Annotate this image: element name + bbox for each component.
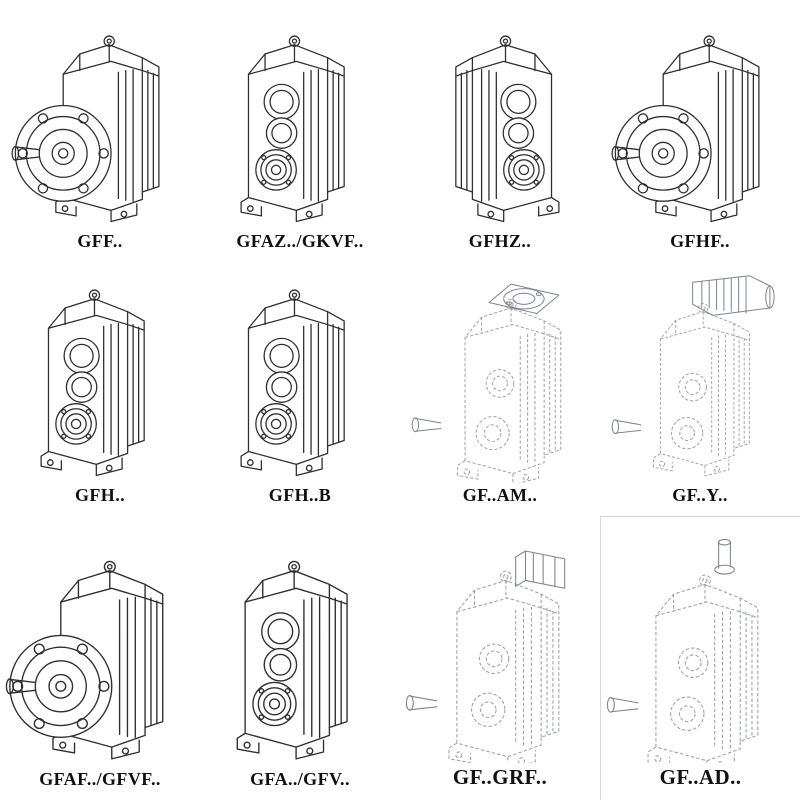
catalog-cell: GFAZ../GKVF.. xyxy=(200,0,400,262)
gearbox-drawing xyxy=(608,271,792,483)
hollow-shaft-gear-reducer-icon xyxy=(237,561,347,758)
model-label: GFAZ../GKVF.. xyxy=(236,231,364,251)
catalog-cell: GFA../GFV.. xyxy=(200,516,400,800)
catalog-cell: GFHF.. xyxy=(600,0,800,262)
hollow-shaft-gear-reducer-icon xyxy=(241,290,344,475)
output-flange-gear-reducer-icon xyxy=(12,36,159,221)
top-input-shaft-gear-reducer-icon xyxy=(607,539,757,763)
gearbox-drawing xyxy=(8,17,192,229)
hollow-shaft-gear-reducer-icon xyxy=(456,36,559,221)
model-label: GFH.. xyxy=(75,485,125,505)
gearbox-drawing xyxy=(202,541,398,767)
hollow-shaft-gear-reducer-icon xyxy=(41,290,144,475)
model-label: GFF.. xyxy=(77,231,123,251)
gearbox-drawing xyxy=(402,537,598,763)
catalog-cell: GFH..B xyxy=(200,262,400,516)
hollow-shaft-gear-reducer-icon xyxy=(241,36,344,221)
gearbox-drawing xyxy=(208,271,392,483)
model-label: GF..Y.. xyxy=(672,485,728,505)
catalog-cell: GFF.. xyxy=(0,0,200,262)
motor-mounted-gear-reducer-icon xyxy=(612,276,774,476)
model-label: GF..AD.. xyxy=(659,765,742,789)
model-label: GFH..B xyxy=(268,485,332,505)
catalog-cell: GF..AD.. xyxy=(600,516,800,800)
gearbox-drawing xyxy=(2,541,198,767)
gearbox-drawing xyxy=(408,271,592,483)
motor-adapter-flange-gear-reducer-icon xyxy=(412,284,561,483)
model-label: GFA../GFV.. xyxy=(250,769,350,789)
gearbox-drawing xyxy=(8,271,192,483)
gearbox-drawing xyxy=(608,17,792,229)
output-flange-gear-reducer-icon xyxy=(6,561,162,758)
primary-reducer-gear-reducer-icon xyxy=(406,551,564,763)
catalog-cell: GF..AM.. xyxy=(400,262,600,516)
gearbox-drawing xyxy=(603,537,799,763)
catalog-cell: GFAF../GFVF.. xyxy=(0,516,200,800)
model-label: GFAF../GFVF.. xyxy=(39,769,161,789)
model-label: GF..AM.. xyxy=(462,485,538,505)
gearbox-drawing xyxy=(408,17,592,229)
output-flange-gear-reducer-icon xyxy=(612,36,759,221)
catalog-cell: GFHZ.. xyxy=(400,0,600,262)
model-label: GF..GRF.. xyxy=(452,765,548,789)
catalog-cell: GFH.. xyxy=(0,262,200,516)
catalog-cell: GF..Y.. xyxy=(600,262,800,516)
model-label: GFHF.. xyxy=(670,231,730,251)
catalog-cell: GF..GRF.. xyxy=(400,516,600,800)
gearbox-drawing xyxy=(208,17,392,229)
model-label: GFHZ.. xyxy=(468,231,532,251)
